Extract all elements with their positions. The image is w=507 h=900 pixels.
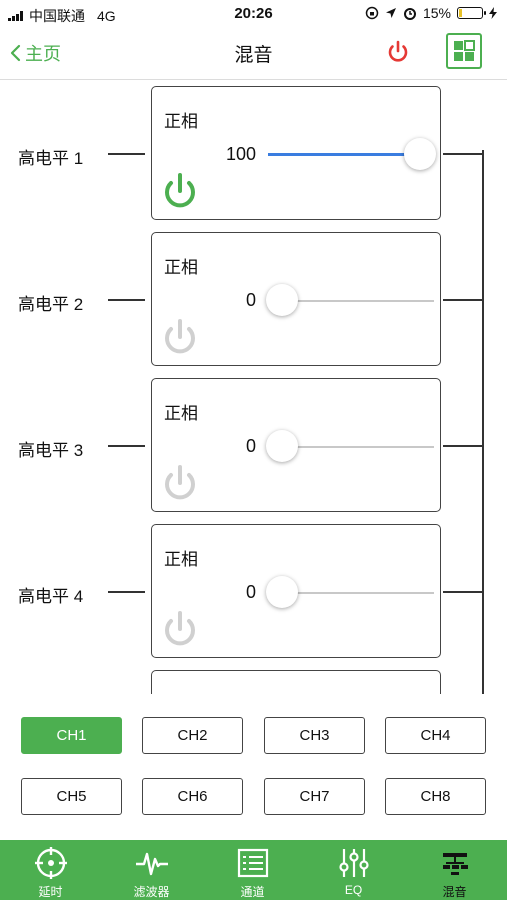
tab-eq[interactable]: EQ <box>303 840 404 900</box>
channel-list[interactable]: 高电平 1 正相 100 高电平 2 正相 0 高电平 3 正相 0 <box>0 80 507 694</box>
tab-channel[interactable]: 通道 <box>202 840 303 900</box>
carrier-name: 中国联通 <box>29 8 85 24</box>
bus-connector <box>443 445 482 447</box>
alarm-icon <box>403 8 416 20</box>
battery-icon <box>457 7 486 19</box>
status-time: 20:26 <box>234 5 273 22</box>
layout-toggle-button[interactable] <box>446 33 482 69</box>
tab-label: 滤波器 <box>133 885 170 899</box>
gain-slider-track[interactable] <box>268 592 434 594</box>
battery-percent: 15% <box>422 5 451 21</box>
tab-label: 通道 <box>240 885 265 899</box>
tab-label: EQ <box>344 883 363 897</box>
gain-slider-fill <box>268 153 420 156</box>
nav-bar: 主页 混音 <box>0 28 507 80</box>
tab-mixer[interactable]: 混音 <box>404 840 505 900</box>
channel-card <box>151 670 441 694</box>
back-label: 主页 <box>25 44 61 64</box>
ch-button-4[interactable]: CH4 <box>385 717 486 754</box>
phase-toggle[interactable]: 正相 <box>164 550 198 569</box>
channel-connector <box>108 299 145 301</box>
tab-delay[interactable]: 延时 <box>0 840 101 900</box>
channel-label: 高电平 1 <box>18 149 84 168</box>
channel-selector: CH1 CH2 CH3 CH4 CH5 CH6 CH7 CH8 <box>0 694 507 840</box>
gain-value: 0 <box>245 290 256 310</box>
target-icon <box>34 847 67 879</box>
channel-label: 高电平 4 <box>18 587 84 606</box>
channel-connector <box>108 153 145 155</box>
power-icon <box>165 173 195 208</box>
rotation-lock-icon <box>365 6 379 20</box>
power-icon <box>165 465 195 500</box>
gain-slider-track[interactable] <box>268 300 434 302</box>
channel-power-button[interactable] <box>160 609 200 651</box>
gain-value: 100 <box>225 144 256 164</box>
charging-icon <box>489 7 497 19</box>
power-icon <box>165 319 195 354</box>
grid-icon <box>454 40 475 61</box>
phase-toggle[interactable]: 正相 <box>164 112 198 131</box>
channel-power-button[interactable] <box>160 171 200 213</box>
network-type: 4G <box>97 8 116 24</box>
gain-value: 0 <box>245 582 256 602</box>
sliders-icon <box>338 849 369 877</box>
ch-button-5[interactable]: CH5 <box>21 778 122 815</box>
power-icon <box>165 611 195 646</box>
page-title: 混音 <box>234 45 273 66</box>
channel-label: 高电平 3 <box>18 441 84 460</box>
gain-slider-thumb[interactable] <box>266 576 298 608</box>
bus-connector <box>443 153 482 155</box>
ch-button-2[interactable]: CH2 <box>142 717 243 754</box>
channel-card: 正相 0 <box>151 524 441 658</box>
ch-button-3[interactable]: CH3 <box>264 717 365 754</box>
tab-bar: 延时 滤波器 通道 EQ 混音 <box>0 840 507 900</box>
location-icon <box>385 8 396 18</box>
channel-power-button[interactable] <box>160 463 200 505</box>
gain-slider-thumb[interactable] <box>266 284 298 316</box>
tab-label: 混音 <box>442 885 467 899</box>
phase-toggle[interactable]: 正相 <box>164 258 198 277</box>
channel-power-button[interactable] <box>160 317 200 359</box>
gain-value: 0 <box>245 436 256 456</box>
phase-toggle[interactable]: 正相 <box>164 404 198 423</box>
waveform-icon <box>135 852 168 876</box>
channel-card: 正相 0 <box>151 232 441 366</box>
signal-icon <box>8 11 23 21</box>
list-icon <box>237 848 268 878</box>
ch-button-6[interactable]: CH6 <box>142 778 243 815</box>
channel-card: 正相 0 <box>151 378 441 512</box>
status-bar: 中国联通 4G 20:26 15% <box>0 0 507 28</box>
ch-button-1[interactable]: CH1 <box>21 717 122 754</box>
ch-button-8[interactable]: CH8 <box>385 778 486 815</box>
bus-connector <box>443 591 482 593</box>
status-right: 15% <box>365 5 497 21</box>
back-button[interactable]: 主页 <box>10 40 61 66</box>
channel-label: 高电平 2 <box>18 295 84 314</box>
tab-label: 延时 <box>38 885 63 899</box>
chevron-left-icon <box>10 44 21 62</box>
channel-connector <box>108 445 145 447</box>
bus-connector <box>443 299 482 301</box>
power-icon <box>388 40 408 62</box>
master-power-button[interactable] <box>384 38 412 66</box>
channel-connector <box>108 591 145 593</box>
gain-slider-thumb[interactable] <box>404 138 436 170</box>
gain-slider-thumb[interactable] <box>266 430 298 462</box>
channel-card: 正相 100 <box>151 86 441 220</box>
status-left: 中国联通 4G <box>8 6 116 26</box>
mix-bus-line <box>482 150 484 694</box>
gain-slider-track[interactable] <box>268 446 434 448</box>
tab-filter[interactable]: 滤波器 <box>101 840 202 900</box>
ch-button-7[interactable]: CH7 <box>264 778 365 815</box>
mixer-icon <box>442 853 468 875</box>
